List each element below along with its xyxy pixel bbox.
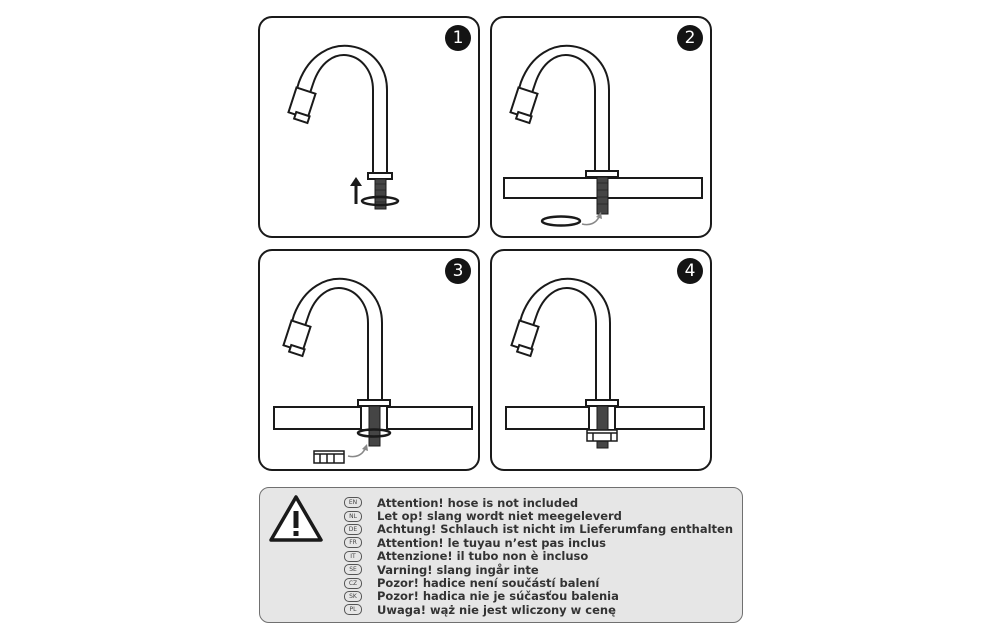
step-number-1: 1 bbox=[445, 25, 471, 51]
warning-se: SE Varning! slang ingår inte bbox=[344, 562, 733, 577]
step-3-panel: 3 bbox=[258, 249, 480, 471]
warning-cz: CZ Pozor! hadice není součástí balení bbox=[344, 576, 733, 591]
warning-sk: SK Pozor! hadica nie je súčasťou balenia bbox=[344, 589, 733, 604]
step-1-panel: 1 bbox=[258, 16, 480, 238]
warning-text: Pozor! hadice není součástí balení bbox=[377, 576, 600, 591]
faucet-icon bbox=[287, 44, 400, 210]
warning-fr: FR Attention! le tuyau n’est pas inclus bbox=[344, 535, 733, 550]
warning-text: Attenzione! il tubo non è incluso bbox=[377, 549, 589, 564]
warning-it: IT Attenzione! il tubo non è incluso bbox=[344, 549, 733, 564]
lang-badge: NL bbox=[344, 510, 362, 522]
lang-badge: CZ bbox=[344, 577, 362, 589]
warning-text: Let op! slang wordt niet meegeleverd bbox=[377, 509, 622, 524]
lang-badge: FR bbox=[344, 537, 362, 549]
arrow-icon bbox=[350, 177, 362, 204]
warning-text: Attention! hose is not included bbox=[377, 495, 579, 510]
lang-badge: EN bbox=[344, 497, 362, 509]
step-4-panel: 4 bbox=[490, 249, 712, 471]
faucet-icon bbox=[503, 44, 703, 227]
hose-not-included-notice: EN Attention! hose is not included NL Let … bbox=[259, 487, 743, 623]
warning-text: Varning! slang ingår inte bbox=[377, 562, 539, 577]
step-number-3: 3 bbox=[445, 258, 471, 284]
step-number-4: 4 bbox=[677, 258, 703, 284]
warning-text: Uwaga! wąż nie jest wliczony w cenę bbox=[377, 602, 616, 617]
lang-badge: SK bbox=[344, 590, 362, 602]
warning-text: Achtung! Schlauch ist nicht im Lieferumf… bbox=[377, 522, 734, 537]
arrow-icon bbox=[347, 444, 368, 458]
faucet-icon bbox=[505, 277, 705, 449]
arrow-icon bbox=[581, 212, 602, 226]
warning-en: EN Attention! hose is not included bbox=[344, 495, 733, 510]
lang-badge: SE bbox=[344, 564, 362, 576]
warning-nl: NL Let op! slang wordt niet meegeleverd bbox=[344, 509, 733, 524]
lang-badge: DE bbox=[344, 523, 362, 535]
warning-pl: PL Uwaga! wąż nie jest wliczony w cenę bbox=[344, 602, 733, 617]
warning-text: Pozor! hadica nie je súčasťou balenia bbox=[377, 589, 619, 604]
lang-badge: PL bbox=[344, 604, 362, 616]
step-2-panel: 2 bbox=[490, 16, 712, 238]
lang-badge: IT bbox=[344, 550, 362, 562]
step-number-2: 2 bbox=[677, 25, 703, 51]
warning-text: Attention! le tuyau n’est pas inclus bbox=[377, 535, 606, 550]
faucet-icon bbox=[273, 277, 473, 464]
warning-list: EN Attention! hose is not included NL Let … bbox=[344, 496, 733, 617]
warning-de: DE Achtung! Schlauch ist nicht im Lieferu… bbox=[344, 522, 734, 537]
warning-triangle-icon bbox=[269, 495, 323, 542]
